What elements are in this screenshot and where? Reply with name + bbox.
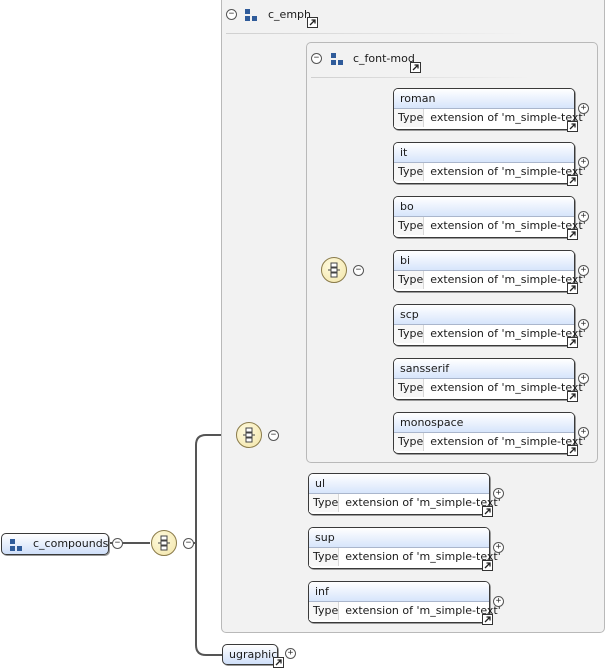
reference-link-icon[interactable] [482,614,493,625]
element-name: inf [309,582,489,602]
type-value: extension of 'm_simple-text' [430,381,586,394]
type-value: extension of 'm_simple-text' [430,219,586,232]
type-value: extension of 'm_simple-text' [430,327,586,340]
reference-link-icon[interactable] [482,560,493,571]
element-name: sansserif [394,359,574,379]
reference-link-icon[interactable] [482,506,493,517]
reference-link-icon[interactable] [273,657,284,668]
element-name: roman [394,89,574,109]
expand-ul-toggle[interactable]: + [493,488,504,499]
collapse-c-emph-toggle[interactable]: − [226,9,237,20]
group-c-emph-divider [226,33,526,34]
collapse-sequence-toggle[interactable]: − [353,265,364,276]
collapse-c-font-mod-toggle[interactable]: − [311,53,322,64]
sequence-compositor-icon[interactable] [151,530,177,556]
sequence-compositor-icon[interactable] [236,422,262,448]
reference-link-icon[interactable] [307,17,318,28]
type-value: extension of 'm_simple-text' [345,550,501,563]
element-name: monospace [394,413,574,433]
group-icon [331,53,343,65]
type-key: Type [394,271,425,289]
type-key: Type [309,602,340,620]
group-c-emph-label: c_emph [268,8,311,21]
element-inf[interactable]: inf Type extension of 'm_simple-text' [308,581,501,623]
group-c-font-mod-divider [311,77,531,78]
group-icon [245,9,257,21]
element-name: ul [309,474,489,494]
reference-link-icon[interactable] [567,391,578,402]
expand-roman-toggle[interactable]: + [578,103,589,114]
collapse-root-toggle[interactable]: − [112,538,123,549]
sequence-compositor-icon[interactable] [321,257,347,283]
type-key: Type [394,379,425,397]
type-key: Type [394,217,425,235]
element-ugraphic[interactable]: ugraphic [222,644,278,665]
type-value: extension of 'm_simple-text' [345,604,501,617]
element-sansserif[interactable]: sansserif Type extension of 'm_simple-tex… [393,358,586,400]
element-bi[interactable]: bi Type extension of 'm_simple-text' [393,250,586,292]
expand-bo-toggle[interactable]: + [578,211,589,222]
type-key: Type [309,548,340,566]
reference-link-icon[interactable] [567,445,578,456]
expand-bi-toggle[interactable]: + [578,265,589,276]
type-key: Type [394,433,425,451]
group-c-font-mod-label: c_font-mod [353,52,415,65]
type-key: Type [394,163,425,181]
expand-sansserif-toggle[interactable]: + [578,373,589,384]
reference-link-icon[interactable] [567,283,578,294]
element-bo[interactable]: bo Type extension of 'm_simple-text' [393,196,586,238]
type-value: extension of 'm_simple-text' [345,496,501,509]
type-value: extension of 'm_simple-text' [430,165,586,178]
type-value: extension of 'm_simple-text' [430,435,586,448]
root-element-label: c_compounds [33,537,109,550]
type-key: Type [394,325,425,343]
element-scp[interactable]: scp Type extension of 'm_simple-text' [393,304,586,346]
reference-link-icon[interactable] [567,337,578,348]
expand-ugraphic-toggle[interactable]: + [285,648,296,659]
element-it[interactable]: it Type extension of 'm_simple-text' [393,142,586,184]
reference-link-icon[interactable] [567,229,578,240]
type-key: Type [394,109,425,127]
element-name: bo [394,197,574,217]
expand-sup-toggle[interactable]: + [493,542,504,553]
expand-it-toggle[interactable]: + [578,157,589,168]
element-roman[interactable]: roman Type extension of 'm_simple-text' [393,88,586,130]
element-sup[interactable]: sup Type extension of 'm_simple-text' [308,527,501,569]
type-value: extension of 'm_simple-text' [430,111,586,124]
collapse-sequence-toggle[interactable]: − [183,538,194,549]
expand-monospace-toggle[interactable]: + [578,427,589,438]
element-name: scp [394,305,574,325]
element-name: bi [394,251,574,271]
element-monospace[interactable]: monospace Type extension of 'm_simple-tex… [393,412,586,454]
reference-link-icon[interactable] [567,121,578,132]
element-ul[interactable]: ul Type extension of 'm_simple-text' [308,473,501,515]
element-name: ugraphic [229,648,278,661]
expand-scp-toggle[interactable]: + [578,319,589,330]
root-element-c-compounds[interactable]: c_compounds [1,533,109,555]
reference-link-icon[interactable] [410,62,421,73]
reference-link-icon[interactable] [567,175,578,186]
element-name: sup [309,528,489,548]
type-key: Type [309,494,340,512]
wire-seq1-seq2 [192,434,235,544]
type-value: extension of 'm_simple-text' [430,273,586,286]
complex-type-icon [10,538,22,551]
element-name: it [394,143,574,163]
expand-inf-toggle[interactable]: + [493,596,504,607]
wire-seq1-ugraphic [195,543,222,656]
collapse-sequence-toggle[interactable]: − [268,430,279,441]
